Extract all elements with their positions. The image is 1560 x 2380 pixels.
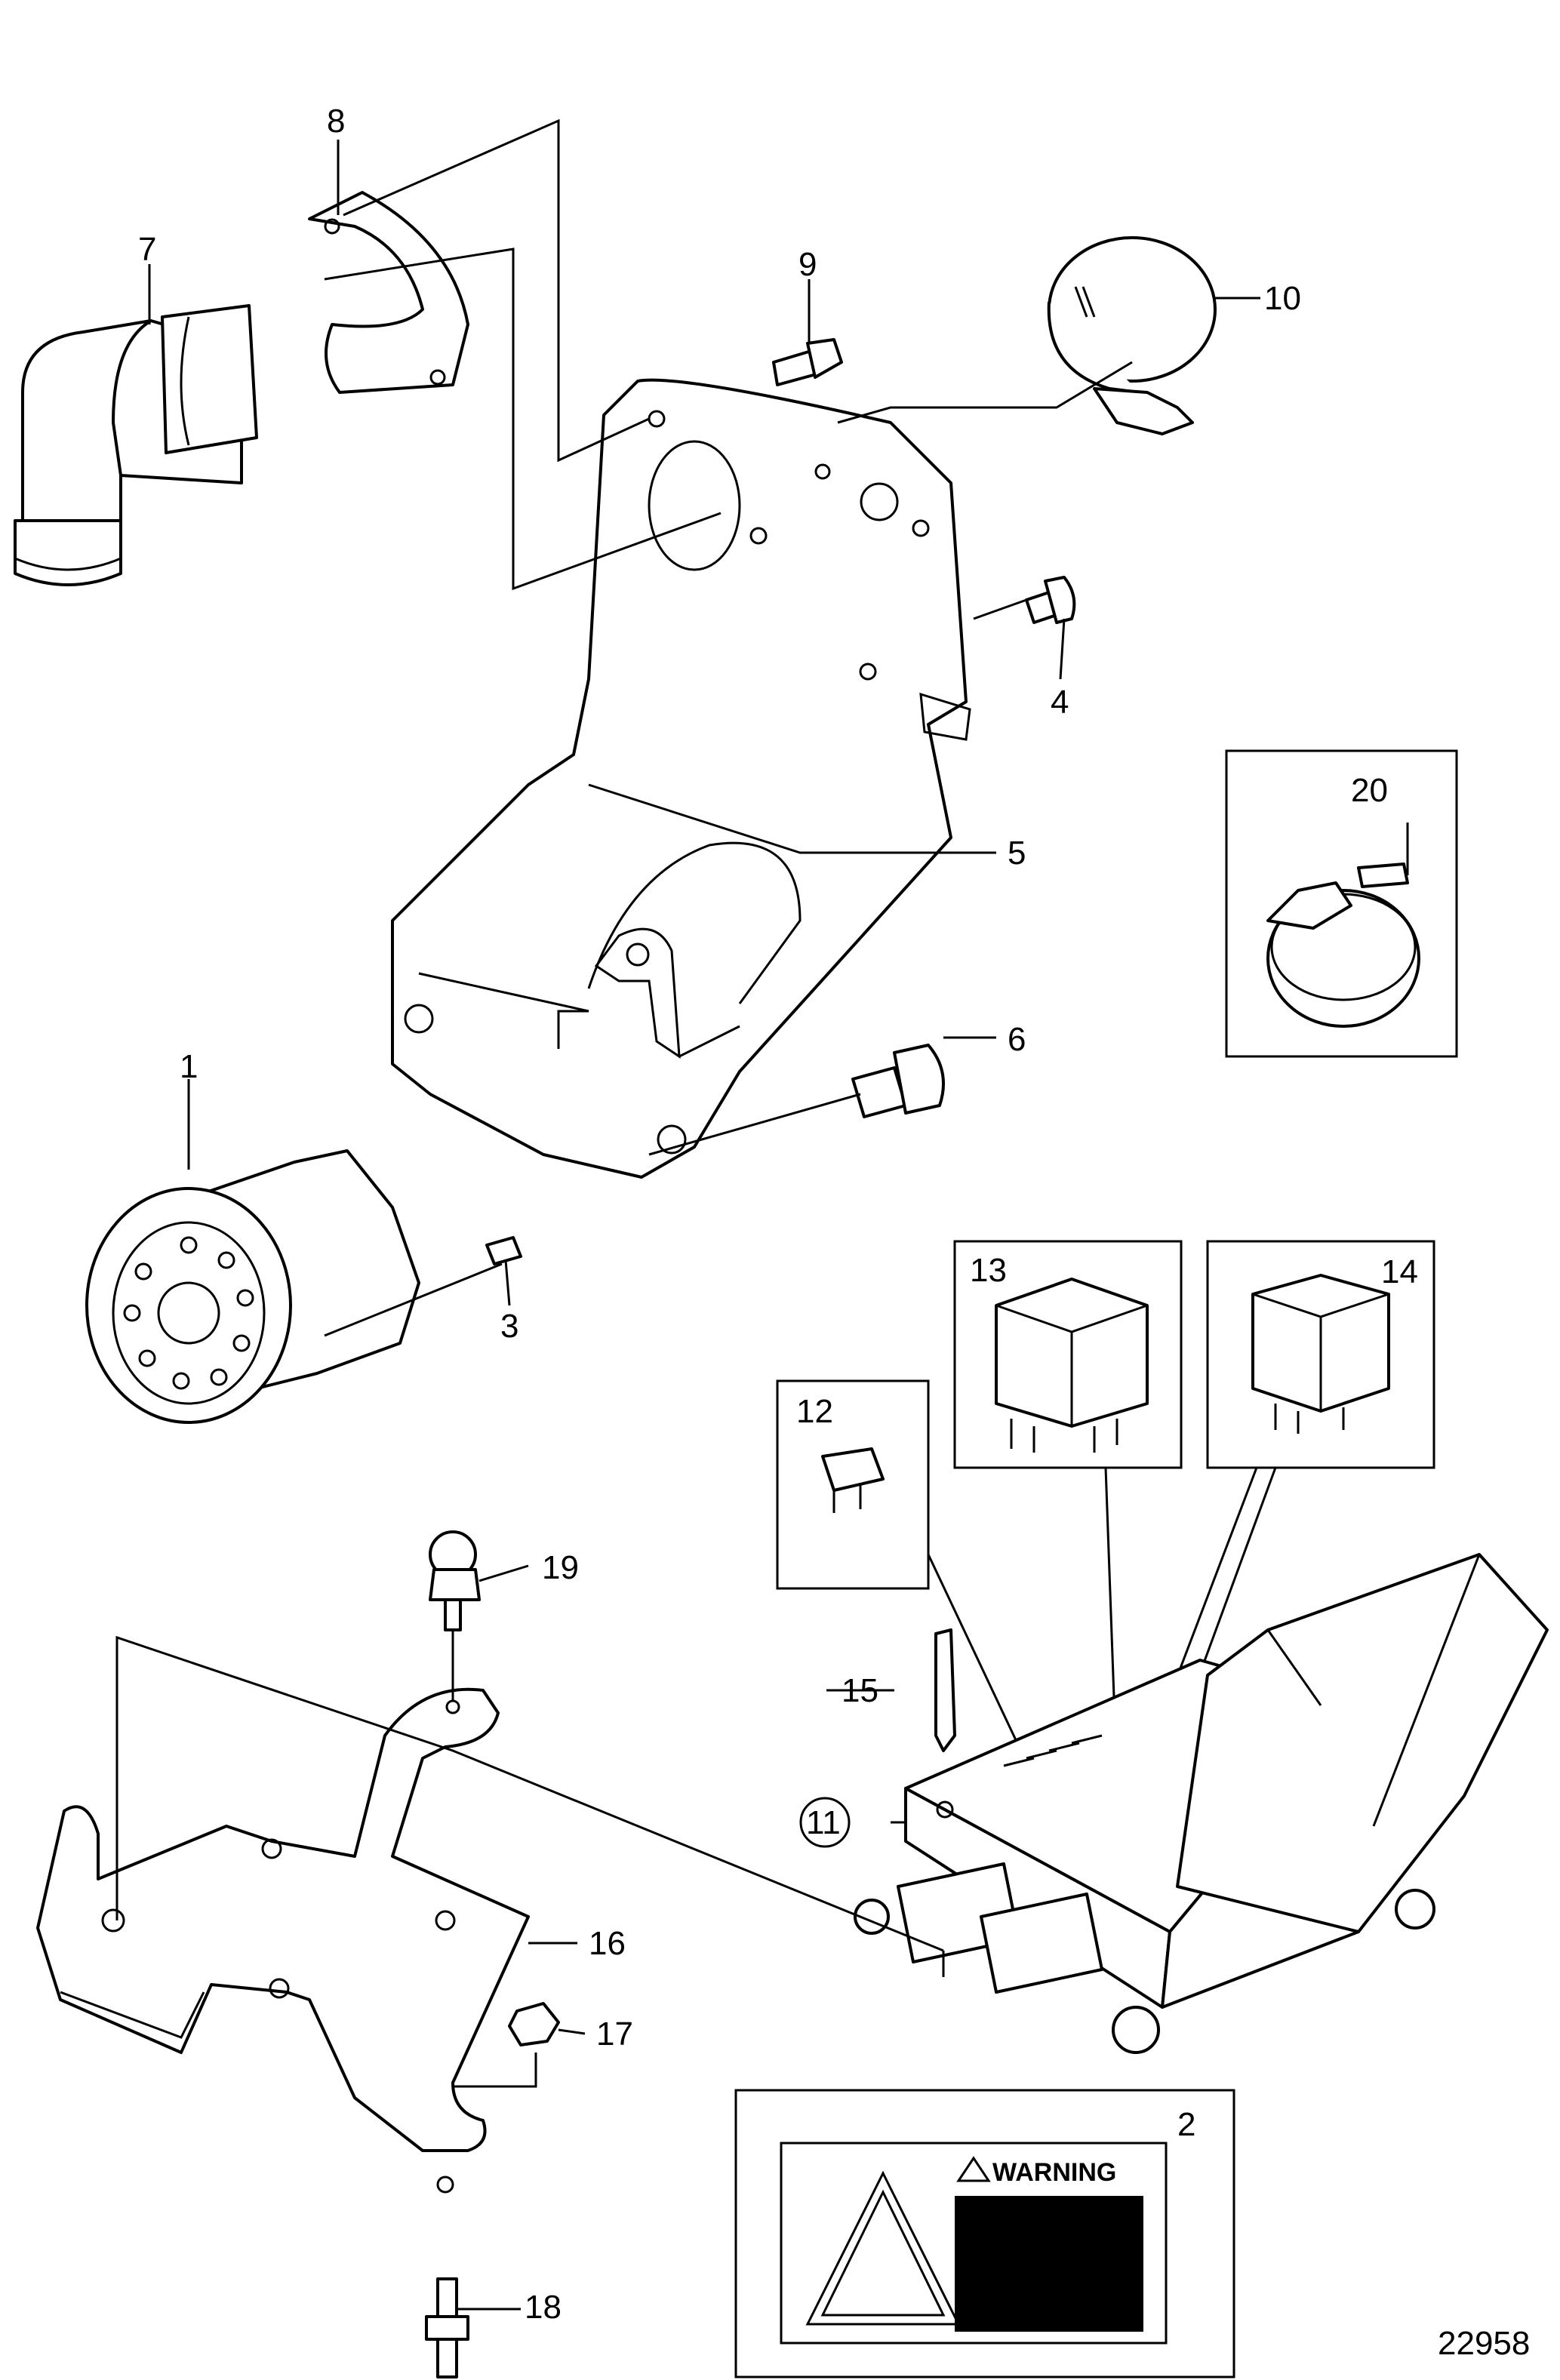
part-14-inset bbox=[1206, 1240, 1435, 1469]
part-12-inset bbox=[776, 1379, 930, 1590]
part-4-bolt bbox=[1025, 576, 1076, 624]
part-20-inset bbox=[1225, 749, 1458, 1058]
callout-6: 6 bbox=[1008, 1021, 1026, 1058]
part-1-buzzer bbox=[85, 1149, 420, 1424]
callout-18: 18 bbox=[525, 2289, 562, 2326]
part-3-screw bbox=[485, 1236, 522, 1265]
callout-13: 13 bbox=[970, 1252, 1007, 1289]
part-10-hose-clamp bbox=[1047, 236, 1217, 435]
part-11-control-box bbox=[854, 1553, 1549, 2054]
figure-number: 22958 bbox=[1438, 2325, 1530, 2362]
callout-11: 11 bbox=[806, 1804, 841, 1841]
part-7-elbow-hose bbox=[14, 304, 258, 586]
callout-16: 16 bbox=[589, 1925, 626, 1962]
part-5-bracket bbox=[391, 378, 971, 1179]
part-8-flange bbox=[308, 191, 469, 394]
callout-19: 19 bbox=[542, 1549, 579, 1586]
callout-8: 8 bbox=[327, 103, 345, 140]
callout-1: 1 bbox=[180, 1048, 198, 1085]
callout-17: 17 bbox=[596, 2016, 633, 2053]
part-19-ball-stud bbox=[429, 1530, 481, 1631]
part-15-screw bbox=[934, 1628, 956, 1752]
part-13-inset bbox=[953, 1240, 1183, 1469]
callout-20: 20 bbox=[1351, 772, 1388, 809]
callout-2: 2 bbox=[1177, 2106, 1195, 2143]
callout-15: 15 bbox=[842, 1672, 878, 1709]
callout-5: 5 bbox=[1008, 835, 1026, 872]
part-17-nut bbox=[508, 2002, 560, 2046]
callout-3: 3 bbox=[500, 1308, 518, 1345]
callout-10: 10 bbox=[1264, 280, 1301, 317]
part-16-lower-bracket bbox=[36, 1687, 530, 2194]
callout-9: 9 bbox=[798, 246, 817, 283]
part-9-bolt bbox=[772, 338, 843, 386]
part-2-warning-decal bbox=[734, 2089, 1235, 2378]
callout-12: 12 bbox=[796, 1393, 833, 1430]
part-18-stud bbox=[425, 2277, 469, 2378]
callout-labels: 1 2 3 4 5 6 7 8 9 10 11 12 13 14 15 16 1… bbox=[138, 103, 1530, 2362]
callout-14: 14 bbox=[1381, 1253, 1418, 1290]
leader-lines bbox=[115, 118, 1409, 2311]
part-6-bolt bbox=[851, 1044, 945, 1118]
warning-label: WARNING bbox=[992, 2158, 1116, 2187]
callout-7: 7 bbox=[138, 231, 156, 268]
callout-4: 4 bbox=[1051, 684, 1069, 721]
